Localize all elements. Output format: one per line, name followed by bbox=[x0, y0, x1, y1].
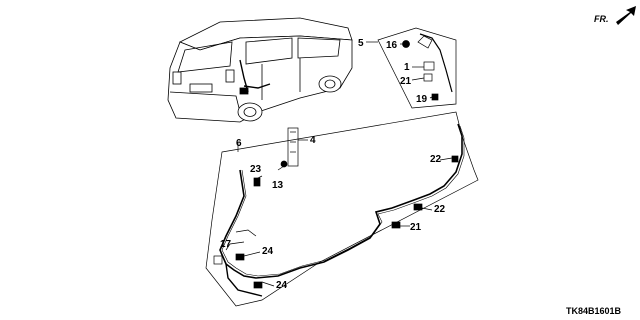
callout-5: 5 bbox=[358, 38, 364, 49]
drawing-code: TK84B1601B bbox=[566, 306, 622, 316]
front-direction-arrow-icon: FR. bbox=[594, 6, 636, 25]
minivan-rear-three-quarter-icon bbox=[167, 17, 353, 123]
callout-1: 1 bbox=[404, 62, 410, 73]
callout-22-upper: 22 bbox=[430, 154, 442, 165]
callout-24-lower: 24 bbox=[276, 280, 288, 291]
callout-21-upper: 21 bbox=[400, 76, 412, 87]
callout-4: 4 bbox=[310, 135, 316, 146]
direction-label: FR. bbox=[594, 14, 609, 24]
callout-19: 19 bbox=[416, 94, 428, 105]
callout-13: 13 bbox=[272, 180, 284, 191]
callout-17: 17 bbox=[220, 239, 232, 250]
callout-16: 16 bbox=[386, 40, 398, 51]
bracket-group-4 bbox=[277, 127, 308, 171]
harness-group-6 bbox=[205, 111, 479, 307]
assembly-group-5 bbox=[366, 27, 457, 109]
callout-6: 6 bbox=[236, 138, 242, 149]
callout-22-lower: 22 bbox=[434, 204, 446, 215]
callout-23: 23 bbox=[250, 164, 262, 175]
callout-24-upper: 24 bbox=[262, 246, 274, 257]
callout-21-lower: 21 bbox=[410, 222, 422, 233]
